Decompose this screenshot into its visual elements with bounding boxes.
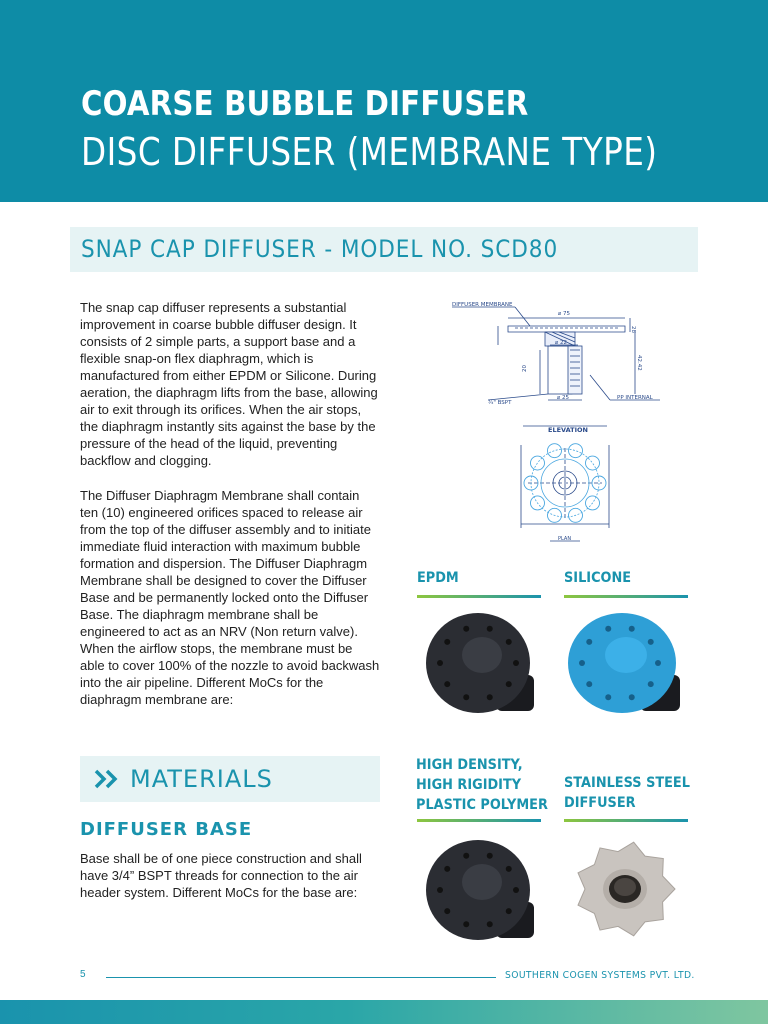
diagram-dim-28: 28 bbox=[630, 326, 636, 333]
page-title: COARSE BUBBLE DIFFUSER bbox=[81, 84, 529, 124]
product-divider bbox=[564, 595, 688, 598]
header-banner: COARSE BUBBLE DIFFUSER DISC DIFFUSER (ME… bbox=[0, 0, 768, 202]
footer-company: SOUTHERN COGEN SYSTEMS PVT. LTD. bbox=[505, 970, 695, 981]
diagram-dim-20: 20 bbox=[522, 365, 528, 372]
page-number: 5 bbox=[80, 969, 86, 980]
model-title-box: SNAP CAP DIFFUSER - MODEL NO. SCD80 bbox=[70, 227, 698, 272]
diagram-dim-25: ⌀ 25 bbox=[557, 395, 570, 401]
diagram-dim-22: ⌀ 22 bbox=[555, 340, 567, 346]
double-chevron-right-icon bbox=[94, 769, 118, 789]
diagram-dim-42: 42.42 bbox=[636, 355, 642, 371]
footer-divider bbox=[106, 977, 496, 978]
diagram-label-elevation: ELEVATION bbox=[548, 426, 588, 434]
technical-drawing: DIFFUSER MEMBRANE ⌀ 75 ⌀ 22 ⌀ 25 28 20 4… bbox=[452, 302, 660, 542]
silicone-diffuser-image bbox=[568, 613, 680, 713]
diagram-label-pp: PP INTERNAL bbox=[617, 395, 654, 401]
product-divider bbox=[417, 595, 541, 598]
product-label-epdm: EPDM bbox=[417, 570, 459, 586]
diagram-label-bspt: ¾" BSPT bbox=[488, 400, 512, 406]
page-subtitle: DISC DIFFUSER (MEMBRANE TYPE) bbox=[81, 130, 658, 174]
materials-heading-box: MATERIALS bbox=[80, 756, 380, 802]
description-paragraph-1: The snap cap diffuser represents a subst… bbox=[80, 300, 378, 468]
diagram-dim-75: ⌀ 75 bbox=[558, 311, 571, 317]
diagram-label-membrane: DIFFUSER MEMBRANE bbox=[452, 302, 513, 308]
model-title: SNAP CAP DIFFUSER - MODEL NO. SCD80 bbox=[81, 235, 559, 263]
bottom-accent-bar bbox=[0, 1000, 768, 1024]
product-label-silicone: SILICONE bbox=[564, 570, 632, 586]
diffuser-base-heading: DIFFUSER BASE bbox=[80, 819, 253, 840]
stainless-steel-diffuser-image bbox=[577, 841, 676, 937]
epdm-diffuser-image bbox=[426, 613, 534, 713]
product-divider bbox=[564, 819, 688, 822]
materials-heading: MATERIALS bbox=[130, 765, 273, 793]
diagram-label-plan: PLAN bbox=[558, 536, 571, 542]
product-divider bbox=[417, 819, 541, 822]
diffuser-base-text: Base shall be of one piece construction … bbox=[80, 851, 362, 900]
description-paragraph-2: The Diffuser Diaphragm Membrane shall co… bbox=[80, 488, 380, 707]
plastic-polymer-diffuser-image bbox=[426, 840, 534, 940]
